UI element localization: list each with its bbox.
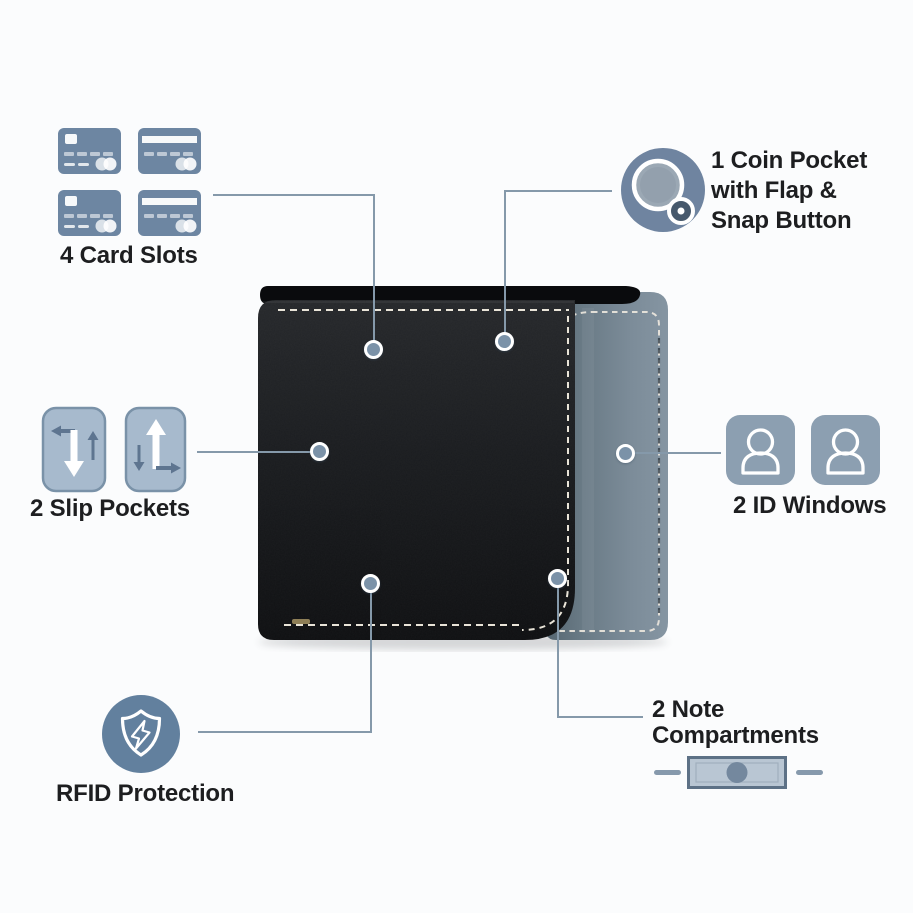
wallet-top-spine xyxy=(260,286,641,304)
banknote-icon xyxy=(654,756,823,789)
callout-dot-coin-pocket xyxy=(495,332,514,351)
callout-line-slip-h xyxy=(197,451,311,453)
id-windows-label: 2 ID Windows xyxy=(733,492,887,519)
note-compartments-label: 2 Note Compartments xyxy=(652,696,819,749)
callout-dot-note xyxy=(548,569,567,588)
metal-tag xyxy=(292,619,310,624)
callout-line-rfid-h xyxy=(198,731,372,733)
card-chip-1 xyxy=(58,128,121,174)
callout-dot-id-windows xyxy=(616,444,635,463)
callout-line-id-h xyxy=(635,452,721,454)
callout-line-card-slots-h xyxy=(213,194,375,196)
callout-line-coin-v xyxy=(504,190,506,334)
callout-dot-slip-pockets xyxy=(310,442,329,461)
arrow-up-group xyxy=(133,419,181,474)
callout-line-coin-h xyxy=(504,190,612,192)
card-stripe-2 xyxy=(138,190,201,236)
callout-dot-card-slots xyxy=(364,340,383,359)
wallet-gray-flap xyxy=(545,292,668,640)
slip-arrows-icon xyxy=(41,406,187,493)
banknote xyxy=(687,756,787,789)
flap-stitching xyxy=(553,311,660,632)
coin-pocket-label: 1 Coin Pocket with Flap & Snap Button xyxy=(711,147,868,234)
callout-line-card-slots-v xyxy=(373,194,375,341)
arrow-down-group xyxy=(51,425,99,477)
card-slots-label: 4 Card Slots xyxy=(60,242,198,269)
id-window-2 xyxy=(811,415,880,485)
callout-line-note-h xyxy=(557,716,643,718)
slip-pockets-label: 2 Slip Pockets xyxy=(30,495,190,522)
card-chip-2 xyxy=(58,190,121,236)
rfid-label: RFID Protection xyxy=(56,780,235,807)
credit-card-icon xyxy=(58,128,201,236)
callout-dot-rfid xyxy=(361,574,380,593)
wallet-photo xyxy=(258,286,668,650)
card-stripe-1 xyxy=(138,128,201,174)
id-window-1 xyxy=(726,415,795,485)
coin-snap-button-icon xyxy=(621,148,705,232)
id-person-icon xyxy=(726,415,880,485)
callout-line-rfid-v xyxy=(370,592,372,733)
callout-line-note-v xyxy=(557,587,559,718)
shield-lightning-icon xyxy=(102,695,180,773)
